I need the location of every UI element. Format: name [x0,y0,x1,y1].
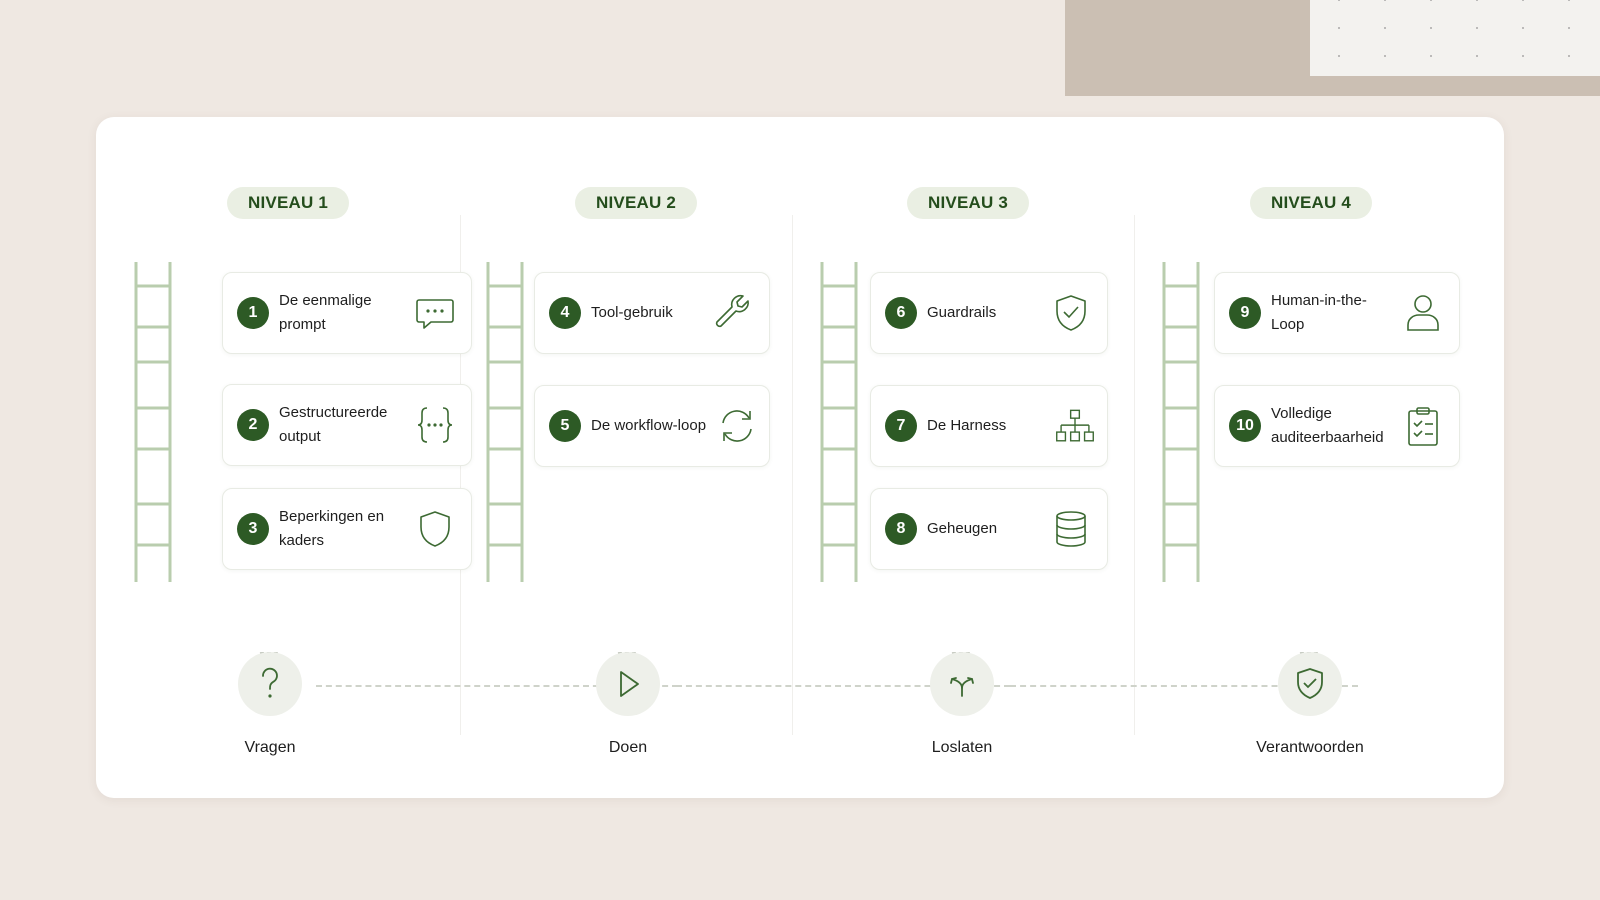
step-label: Geheugen [927,520,998,537]
flow-connector-dashed [676,685,1010,687]
column-divider [1134,215,1135,735]
diagram-card: NIVEAU 1 1 De eenmalige prompt 2 Gestruc… [96,117,1504,798]
level-2-column: NIVEAU 2 4 Tool-gebruik 5 De workflow-lo… [484,117,824,637]
step-number-badge: 6 [885,297,917,329]
wrench-icon [715,294,749,328]
level-4-column: NIVEAU 4 9 Human-in-the-Loop 10 Volled [1160,117,1500,637]
step-card-10[interactable]: 10 Volledige auditeerbaarheid [1214,385,1460,467]
step-label: Gestructureerde output [279,404,388,445]
step-number-badge: 7 [885,410,917,442]
flow-node-loslaten[interactable] [930,652,994,716]
flow-label: Loslaten [931,739,993,756]
background-paper-dotted [1310,0,1600,76]
curly-braces-icon [417,407,453,443]
step-label: Human-in-the-Loop [1271,292,1367,333]
ladder-graphic [820,262,858,582]
level-3-column: NIVEAU 3 6 Guardrails 7 De Harness [818,117,1158,637]
flow-node-doen[interactable] [596,652,660,716]
step-card-4[interactable]: 4 Tool-gebruik [534,272,770,354]
step-card-1[interactable]: 1 De eenmalige prompt [222,272,472,354]
step-card-2[interactable]: 2 Gestructureerde output [222,384,472,466]
flow-label: Doen [608,739,648,756]
flow-label: Verantwoorden [1256,739,1364,756]
step-number-badge: 1 [237,297,269,329]
question-icon [259,652,281,698]
level-badge: NIVEAU 3 [907,187,1030,219]
step-label: Guardrails [927,304,997,321]
step-label: Beperkingen en kaders [279,508,385,549]
step-number-badge: 4 [549,297,581,329]
step-number-badge: 2 [237,409,269,441]
step-card-3[interactable]: 3 Beperkingen en kaders [222,488,472,570]
step-card-5[interactable]: 5 De workflow-loop [534,385,770,467]
step-label: De Harness [927,417,1007,434]
level-1-column: NIVEAU 1 1 De eenmalige prompt 2 Gestruc… [132,117,472,637]
flow-connector-dashed [1010,685,1358,687]
play-icon [617,652,639,697]
person-icon [1407,295,1439,331]
branch-arrows-icon [950,652,974,697]
chat-bubble-icon [416,299,454,329]
ladder-graphic [134,262,172,582]
column-divider [792,215,793,735]
shield-icon [420,511,450,547]
level-badge: NIVEAU 1 [227,187,350,219]
step-number-badge: 10 [1229,410,1261,442]
level-badge: NIVEAU 4 [1250,187,1373,219]
flow-connector-dashed [316,685,678,687]
ladder-graphic [486,262,524,582]
step-card-9[interactable]: 9 Human-in-the-Loop [1214,272,1460,354]
refresh-loop-icon [722,410,752,442]
step-number-badge: 3 [237,513,269,545]
shield-check-icon [1056,295,1086,331]
hierarchy-icon [1056,409,1094,442]
step-label: De eenmalige prompt [279,292,372,333]
flow-label: Vragen [244,739,296,756]
step-label: Tool-gebruik [591,304,673,321]
level-badge: NIVEAU 2 [575,187,698,219]
flow-node-vragen[interactable] [238,652,302,716]
step-number-badge: 8 [885,513,917,545]
ladder-graphic [1162,262,1200,582]
database-icon [1056,511,1086,547]
step-card-6[interactable]: 6 Guardrails [870,272,1108,354]
step-label: De workflow-loop [591,417,707,434]
step-card-7[interactable]: 7 De Harness [870,385,1108,467]
shield-check-icon [1297,652,1323,699]
step-label: Volledige auditeerbaarheid [1271,405,1384,446]
column-divider [460,215,461,735]
clipboard-checklist-icon [1408,407,1438,446]
step-number-badge: 9 [1229,297,1261,329]
step-number-badge: 5 [549,410,581,442]
step-card-8[interactable]: 8 Geheugen [870,488,1108,570]
flow-node-verantwoorden[interactable] [1278,652,1342,716]
